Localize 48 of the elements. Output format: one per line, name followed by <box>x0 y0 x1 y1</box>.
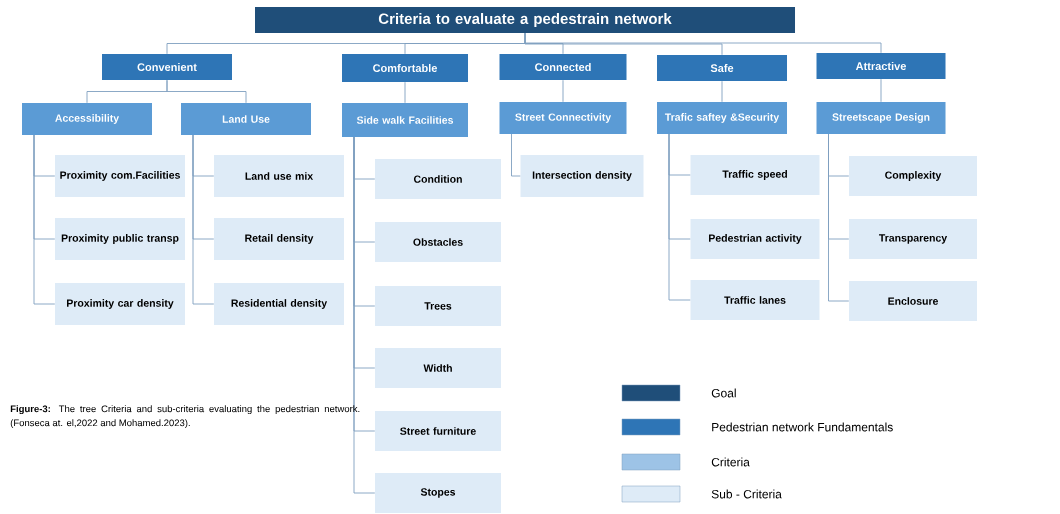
criteria-box: Street Connectivity <box>499 102 627 134</box>
fundamental-box: Safe <box>657 55 787 81</box>
subcriteria-box: Enclosure <box>849 281 977 321</box>
criteria-box: Accessibility <box>22 103 152 135</box>
fundamental-box: Convenient <box>102 54 232 80</box>
fundamental-box: Comfortable <box>342 54 468 82</box>
connector-line <box>524 32 882 54</box>
subcriteria-box: Street furniture <box>375 411 501 451</box>
subcriteria-box: Pedestrian activity <box>690 219 820 259</box>
subcriteria-box: Traffic speed <box>690 155 820 195</box>
legend-text: Pedestrian network Fundamentals <box>712 422 893 432</box>
legend-text: Goal <box>711 388 736 398</box>
goal-box: Criteria to evaluate a pedestrain network <box>255 7 795 33</box>
connector-line <box>562 79 564 103</box>
criteria-box: Side walk Facilities <box>342 103 468 137</box>
connector-line <box>404 81 406 104</box>
criteria-box: Streetscape Design <box>816 102 946 134</box>
fundamental-box: Connected <box>499 54 627 80</box>
criteria-box: Land Use <box>181 103 311 135</box>
subcriteria-box: Intersection density <box>520 155 644 197</box>
subcriteria-box: Complexity <box>849 156 977 196</box>
connector-line <box>166 79 247 104</box>
criteria-box: Trafic saftey &Security <box>657 102 787 134</box>
connector-line <box>192 134 215 305</box>
subcriteria-box: Traffic lanes <box>690 280 820 320</box>
connector-line <box>511 133 521 177</box>
connector-line <box>880 78 882 103</box>
connector-line <box>33 134 56 305</box>
subcriteria-box: Proximity com.Facilities <box>55 155 185 197</box>
connector-line <box>721 80 723 103</box>
subcriteria-box: Land use mix <box>214 155 344 197</box>
subcriteria-box: Proximity public transp <box>55 218 185 260</box>
fundamental-box: Attractive <box>816 53 946 79</box>
subcriteria-box: Trees <box>375 286 501 326</box>
connector-line <box>828 133 850 302</box>
caption: Figure-3: The tree Criteria and sub-criteria evaluating the pedestrian network. (Fonseca at. el,2022 and Mohamed.2023). <box>10 405 360 429</box>
connector-line <box>353 136 376 494</box>
subcriteria-box: Residential density <box>214 283 344 325</box>
subcriteria-box: Proximity car density <box>55 283 185 325</box>
subcriteria-box: Retail density <box>214 218 344 260</box>
subcriteria-box: Obstacles <box>375 222 501 262</box>
subcriteria-box: Width <box>375 348 501 388</box>
legend-text: Sub - Criteria <box>711 489 782 499</box>
subcriteria-box: Condition <box>375 159 501 199</box>
connector-line <box>668 133 691 301</box>
subcriteria-box: Transparency <box>849 219 977 259</box>
legend-text: Criteria <box>711 457 750 467</box>
subcriteria-box: Stopes <box>375 473 501 513</box>
